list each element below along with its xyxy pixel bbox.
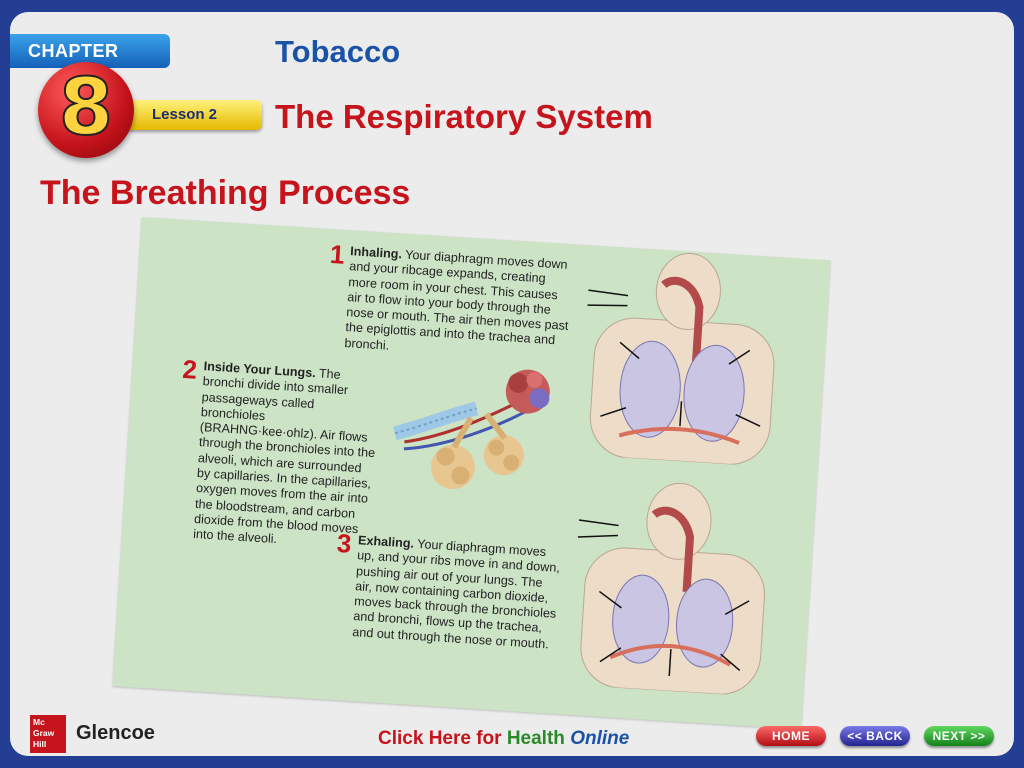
step-1-body: Your diaphragm moves down and your ribca… <box>344 247 569 353</box>
air-flow-arrows <box>577 519 750 677</box>
lesson-title: The Respiratory System <box>275 98 653 135</box>
content-panel: 1 Inhaling. Your diaphragm moves down an… <box>112 217 831 730</box>
alveoli-cluster-right <box>483 435 524 476</box>
health-online-link[interactable]: Click Here for Health Online <box>378 728 630 749</box>
lesson-tab: Lesson 2 <box>122 100 262 130</box>
step-1-heading: Inhaling. <box>349 244 403 262</box>
step-1-text: Inhaling. Your diaphragm moves down and … <box>344 244 575 365</box>
alveoli-cluster-top <box>505 369 550 414</box>
airway <box>651 506 695 593</box>
air-flow-arrows <box>587 289 761 427</box>
unit-title: Tobacco <box>275 34 401 69</box>
step-2-body: The bronchi divide into smaller passagew… <box>192 366 376 547</box>
glencoe-logo: Glencoe <box>76 722 155 744</box>
chapter-badge: 8 <box>38 62 134 158</box>
alveoli-illustration <box>393 369 550 490</box>
step-3-text: Exhaling. Your diaphragm moves up, and y… <box>352 533 563 653</box>
diaphragm <box>618 426 740 445</box>
left-lung <box>612 574 670 664</box>
step-1-number: 1 <box>329 238 346 270</box>
airway <box>661 276 704 363</box>
alveoli-cluster-left <box>430 445 475 490</box>
slide-title: The Breathing Process <box>40 174 411 212</box>
right-lung <box>683 344 745 442</box>
left-lung <box>619 340 681 438</box>
torso-body <box>589 317 775 465</box>
torso-inhale-illustration <box>587 252 775 465</box>
torso-body <box>580 547 765 695</box>
diaphragm <box>609 643 732 667</box>
step-3-number: 3 <box>335 527 353 559</box>
step-2-text: Inside Your Lungs. The bronchi divide in… <box>193 359 384 554</box>
torso-exhale-illustration <box>577 482 765 695</box>
chapter-number: 8 <box>58 63 114 153</box>
mcgraw-hill-logo: Mc Graw Hill <box>30 715 66 753</box>
back-button[interactable]: << BACK <box>840 726 910 746</box>
next-button[interactable]: NEXT >> <box>924 726 994 746</box>
step-3-body: Your diaphragm moves up, and your ribs m… <box>351 536 561 652</box>
home-button[interactable]: HOME <box>756 726 826 746</box>
right-lung <box>676 578 734 668</box>
slide: CHAPTER 8 Lesson 2 Tobacco The Respirato… <box>10 12 1014 756</box>
step-2-number: 2 <box>181 353 198 385</box>
